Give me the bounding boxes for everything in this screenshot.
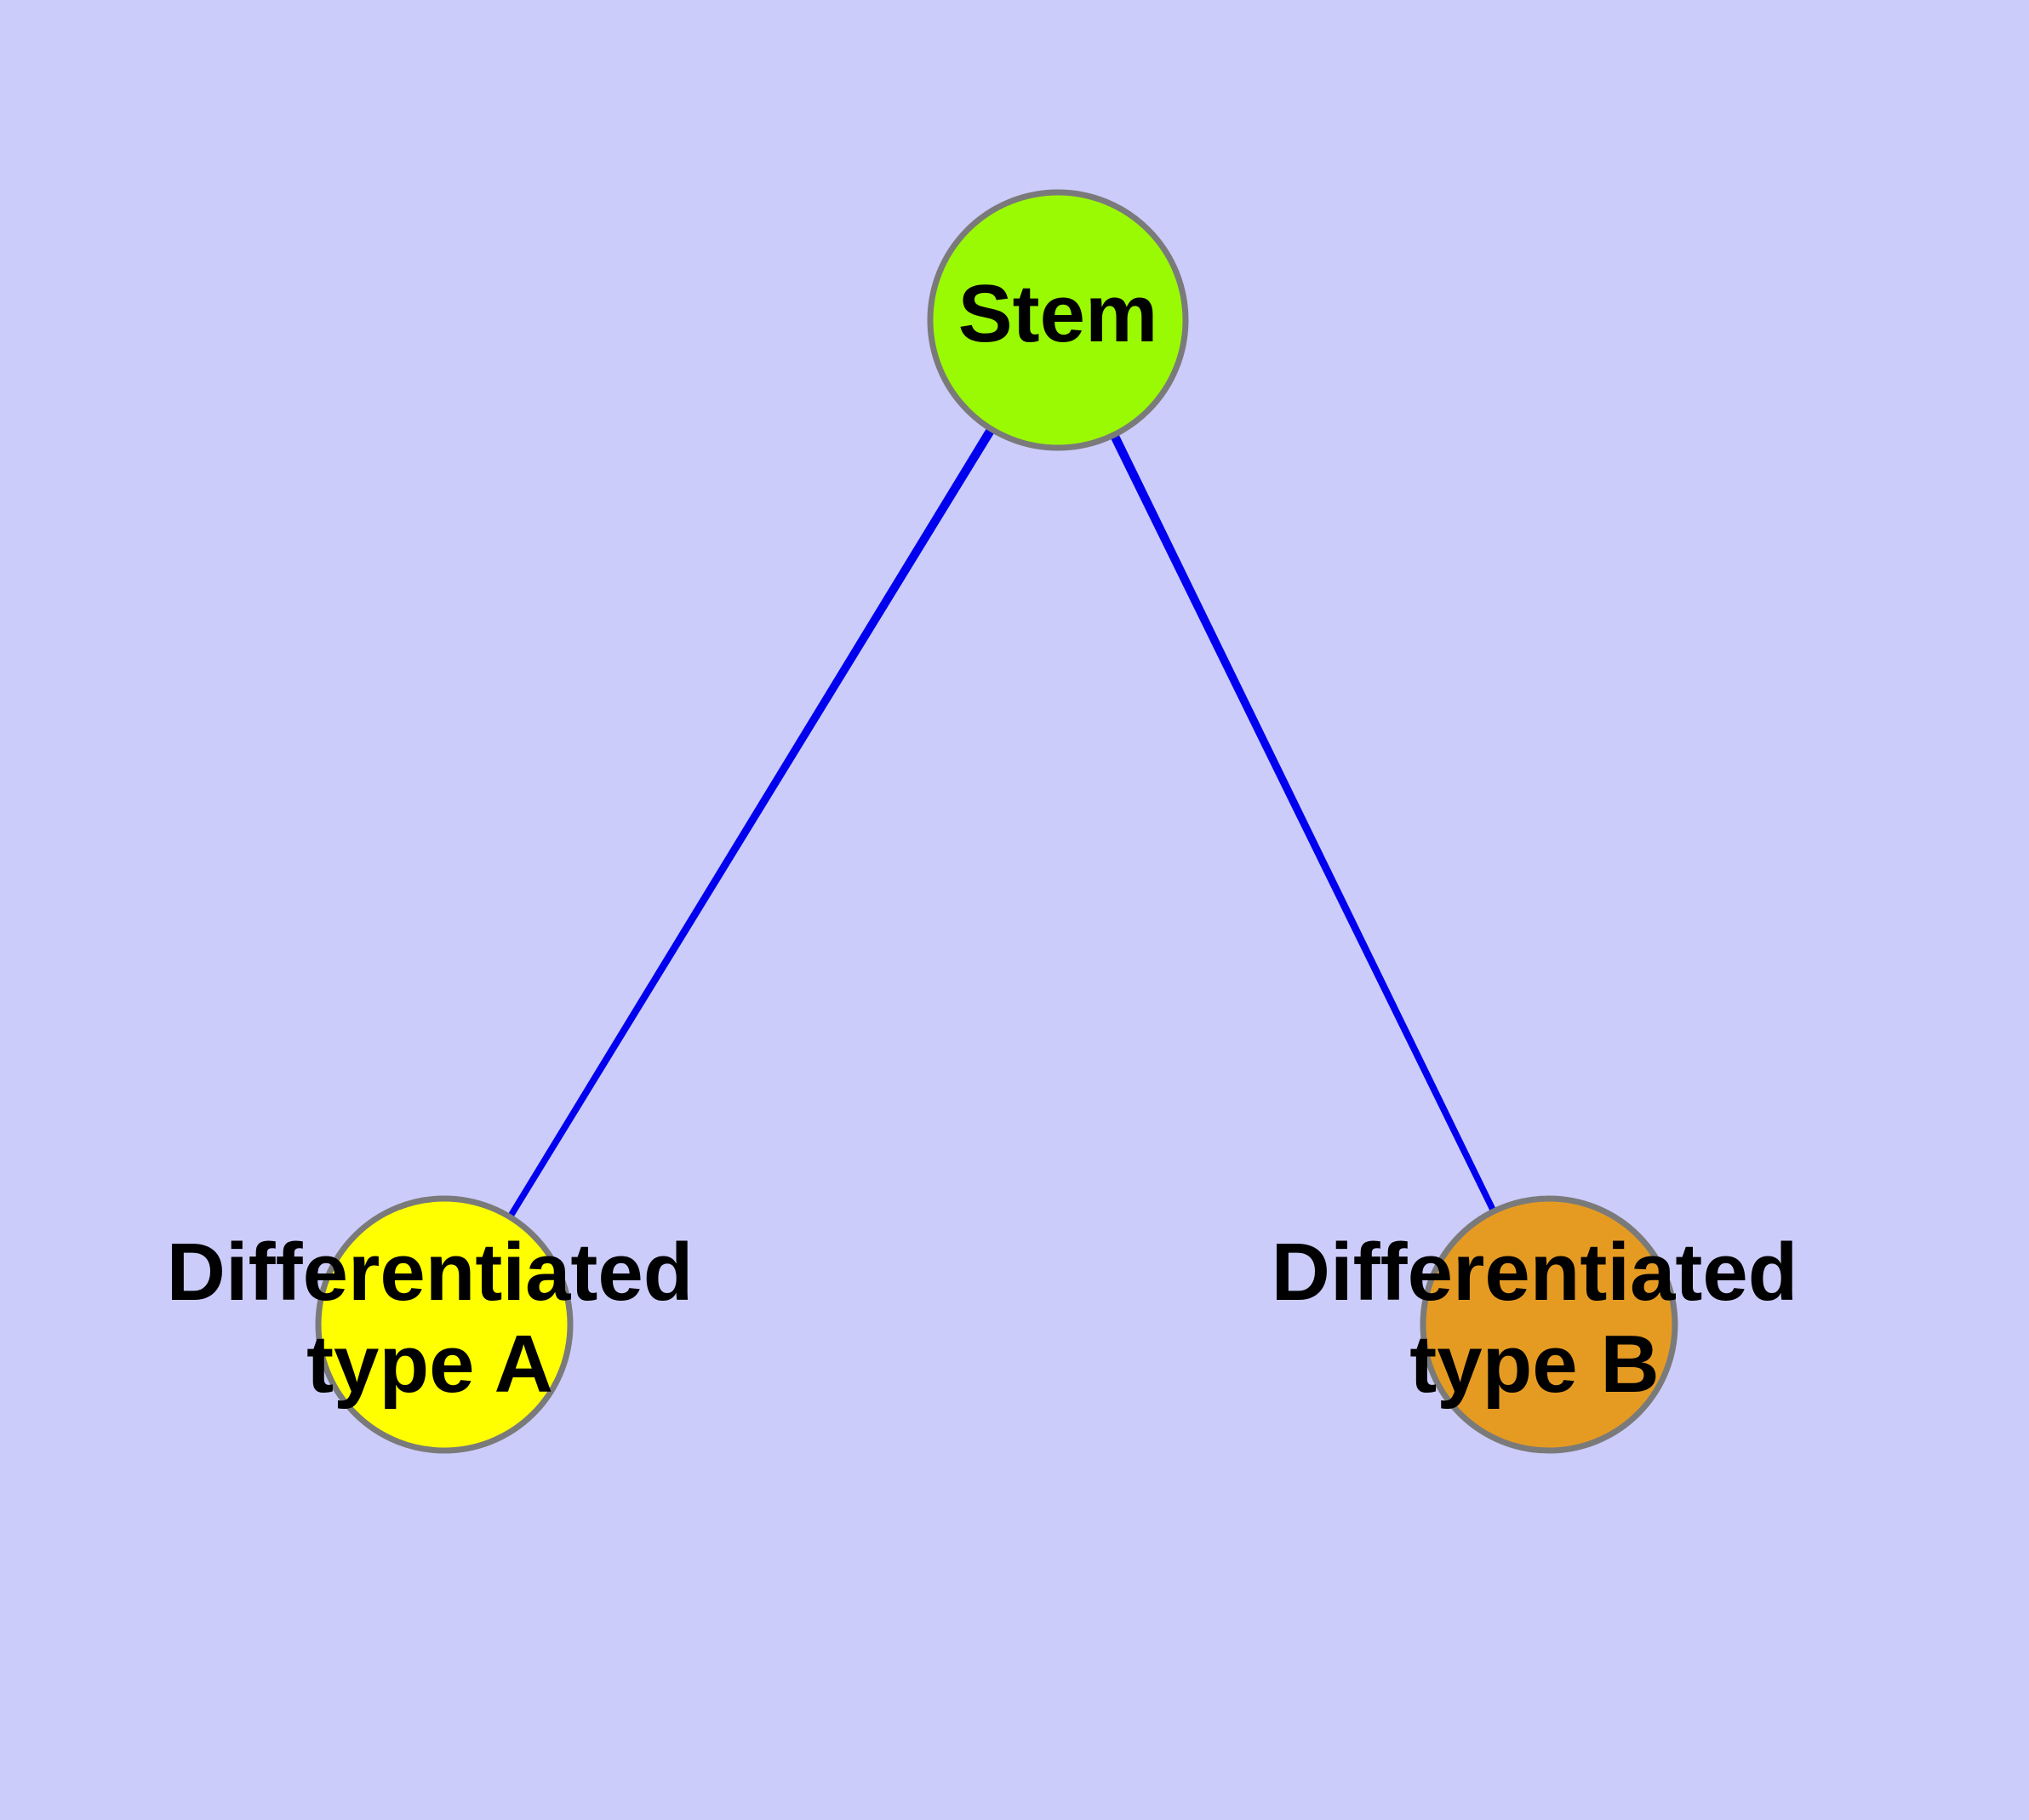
node-label-line-1: Differentiated	[167, 1228, 694, 1319]
node-label-line-1: Differentiated	[1272, 1228, 1798, 1319]
node-circle-diff_b[interactable]	[1420, 1195, 1678, 1454]
node-label-stem: Stem	[958, 268, 1158, 359]
edge-layer	[442, 318, 1552, 1326]
node-circle-diff_a[interactable]	[315, 1195, 574, 1454]
node-label-line-1: Stem	[958, 268, 1158, 359]
node-label-line-2: type B	[1409, 1319, 1659, 1410]
node-label-line-2: type A	[306, 1319, 553, 1410]
node-stem[interactable]: Stem	[927, 189, 1189, 451]
edge-stem-to-diff_b[interactable]	[1054, 318, 1552, 1326]
node-circle-stem[interactable]	[927, 189, 1189, 451]
edge-stem-to-diff_a[interactable]	[442, 318, 1062, 1326]
